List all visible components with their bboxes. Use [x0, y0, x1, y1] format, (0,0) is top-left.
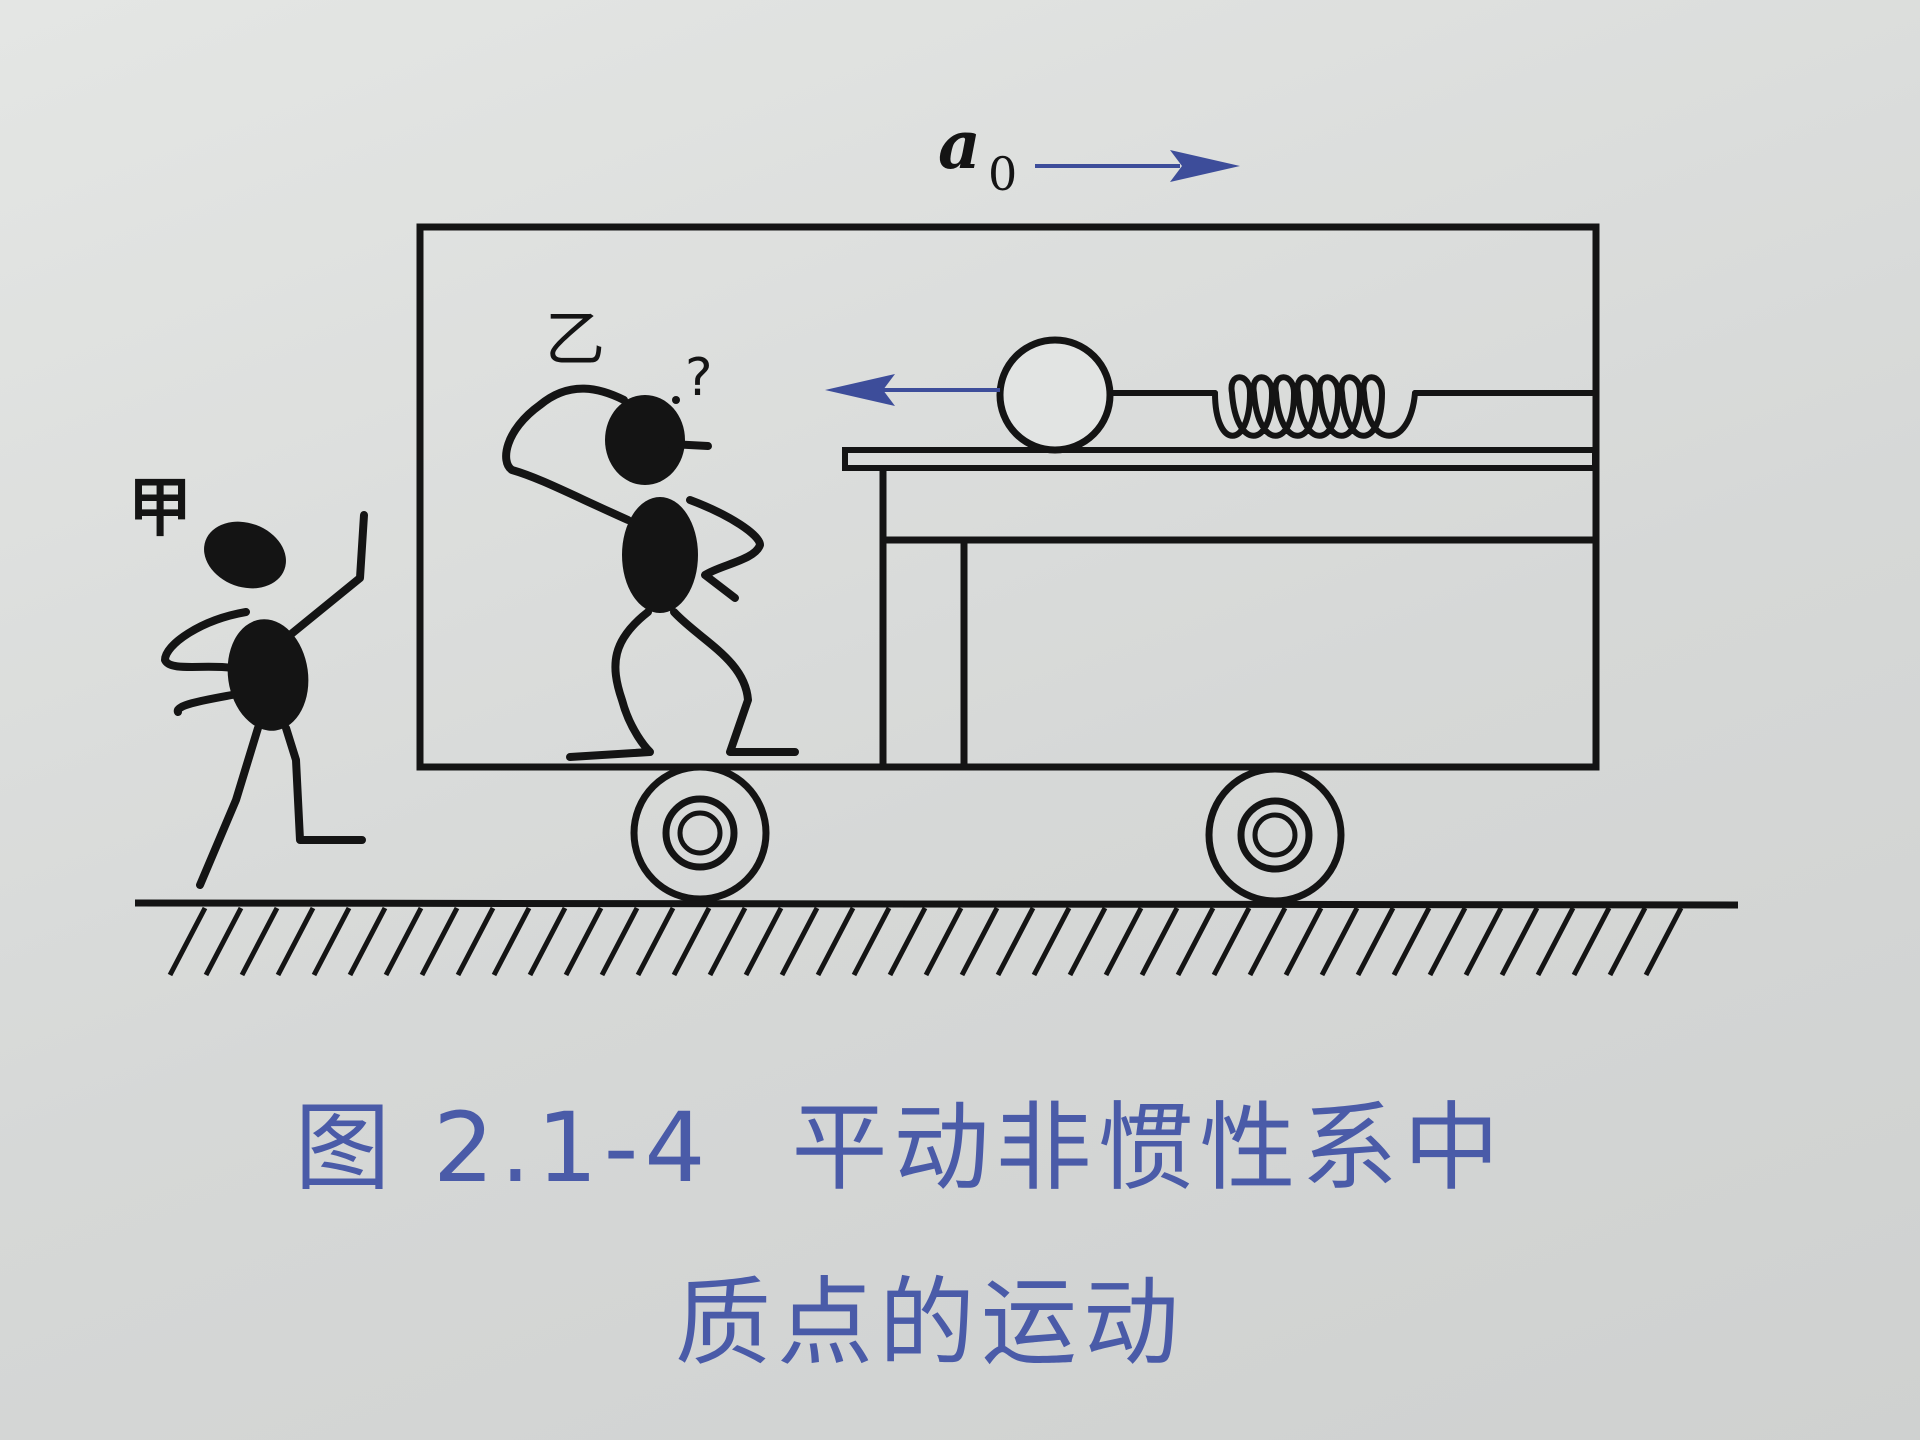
ground-hatch-mark — [1067, 906, 1108, 977]
figure-title-line2: 质点的运动 — [675, 1267, 1185, 1379]
ground-hatch-mark — [1463, 906, 1504, 977]
ground-hatch-mark — [1103, 906, 1144, 977]
observer-inside: 乙 ? — [502, 305, 799, 761]
ground-hatch-mark — [1247, 906, 1288, 977]
ground-hatch-mark — [923, 906, 964, 977]
ground-hatch-mark — [1499, 906, 1540, 977]
ground-hatch-mark — [599, 906, 640, 977]
ground-hatch-mark — [1391, 906, 1432, 977]
ground-hatch-mark — [491, 906, 532, 977]
ground-hatch-mark — [815, 906, 856, 977]
ground-hatch-mark — [1139, 906, 1180, 977]
observer-outside-label: 甲 — [128, 472, 192, 546]
left-arrow-icon — [825, 374, 1000, 406]
ground-hatch-mark — [419, 906, 460, 977]
ground-hatch-mark — [1283, 906, 1324, 977]
accel-subscript: 0 — [988, 147, 1017, 201]
ground-hatch-mark — [455, 906, 496, 977]
ground-hatch-mark — [383, 906, 424, 977]
ground-hatch-mark — [527, 906, 568, 977]
ground-hatch-mark — [1535, 906, 1576, 977]
ground-hatch-mark — [1607, 906, 1648, 977]
ground-hatch-mark — [1031, 906, 1072, 977]
figure-number: 图 2.1-4 — [294, 1092, 712, 1204]
right-arrow-icon — [1035, 150, 1240, 182]
ground-hatch-mark — [1571, 906, 1612, 977]
table — [842, 447, 1598, 767]
ground-hatch-mark — [1643, 906, 1684, 977]
acceleration-label: a 0 — [938, 106, 1017, 201]
figure-title-line1: 平动非惯性系中 — [791, 1092, 1506, 1204]
ground-hatch-mark — [1355, 906, 1396, 977]
front-wheel — [630, 763, 770, 903]
figure-caption-line2: 质点的运动 — [0, 1245, 1890, 1384]
ground-hatch-mark — [635, 906, 676, 977]
spring — [1107, 374, 1597, 439]
ball — [996, 336, 1114, 454]
question-mark: ? — [685, 348, 713, 408]
ground-hatch-mark — [743, 906, 784, 977]
ground-hatch-mark — [1427, 906, 1468, 977]
ground-hatch-mark — [707, 906, 748, 977]
ground-hatch-mark — [311, 906, 352, 977]
ground-hatch-mark — [779, 906, 820, 977]
ground-hatch-mark — [995, 906, 1036, 977]
rear-wheel — [1205, 765, 1345, 905]
cart-body — [416, 223, 1600, 771]
observer-inside-label: 乙 — [545, 305, 605, 375]
ground-hatch-mark — [347, 906, 388, 977]
ground — [134, 899, 1739, 977]
ground-hatch-mark — [1211, 906, 1252, 977]
observer-outside: 甲 — [128, 472, 368, 889]
ground-hatch-mark — [167, 906, 208, 977]
ground-hatch-mark — [239, 906, 280, 977]
ground-hatch-mark — [275, 906, 316, 977]
figure-caption-line1: 图 2.1-4 平动非惯性系中 — [0, 1070, 1860, 1209]
ground-hatch-mark — [851, 906, 892, 977]
ground-hatch-mark — [671, 906, 712, 977]
ground-hatch-mark — [959, 906, 1000, 977]
accel-symbol: a — [938, 106, 981, 184]
ground-hatch-mark — [1175, 906, 1216, 977]
ground-hatch-mark — [203, 906, 244, 977]
ground-hatch-mark — [887, 906, 928, 977]
ground-hatch-mark — [563, 906, 604, 977]
ground-hatch-mark — [1319, 906, 1360, 977]
